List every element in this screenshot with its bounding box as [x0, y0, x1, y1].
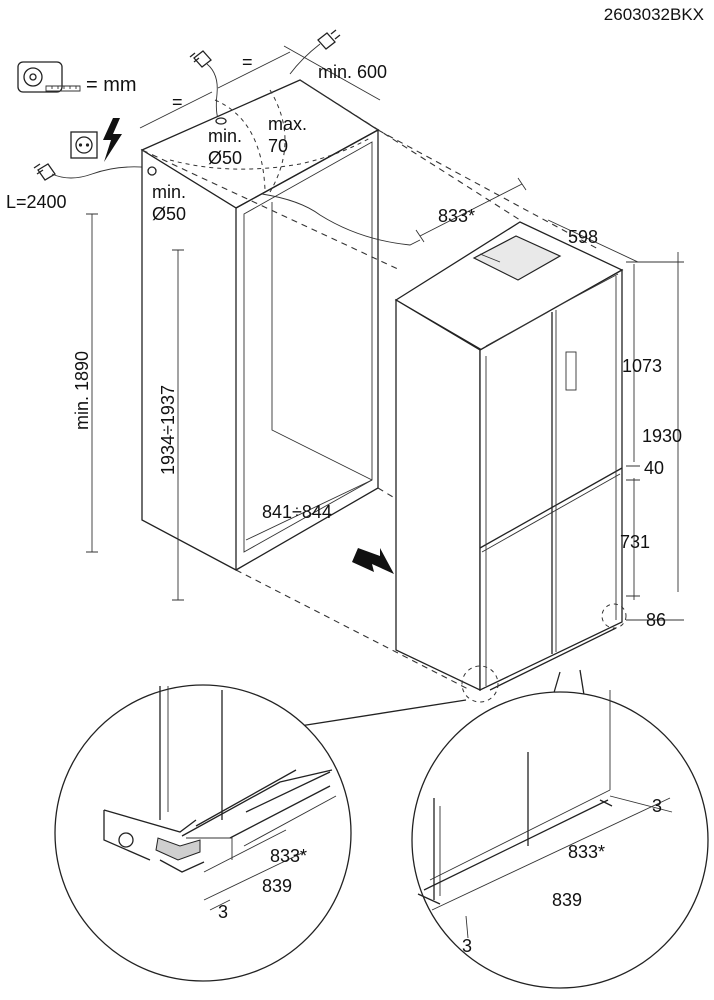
label-height-1930: 1930: [642, 426, 682, 446]
label-detail-right-839: 839: [552, 890, 582, 910]
insert-direction-arrow-icon: [352, 548, 394, 574]
label-detail-right-833: 833*: [568, 842, 605, 862]
label-min-600: min. 600: [318, 62, 387, 82]
label-detail-right-3-bottom: 3: [462, 936, 472, 956]
guide-line: [377, 129, 601, 251]
label-height-731: 731: [620, 532, 650, 552]
tape-measure-icon: [17, 61, 81, 93]
label-cable-length: L=2400: [6, 192, 67, 212]
detail-left-contents: [103, 686, 337, 873]
guide-line: [377, 487, 399, 501]
guide-line: [141, 149, 401, 271]
wall-socket-icon: [70, 131, 98, 159]
niche-cabinet: [140, 79, 421, 572]
dimension-line-niche-width: [245, 479, 373, 541]
detail-circle-left: [54, 684, 352, 982]
label-min-1890: min. 1890: [72, 351, 92, 430]
equal-mark: =: [242, 52, 253, 72]
lightning-icon: [103, 118, 122, 162]
label-detail-left-833: 833*: [270, 846, 307, 866]
detail-highlight-left: [461, 665, 499, 703]
label-detail-left-839: 839: [262, 876, 292, 896]
power-plug-icon: [33, 163, 153, 181]
label-height-1073: 1073: [622, 356, 662, 376]
label-phi50-side: Ø50: [152, 204, 186, 224]
power-plug-icon: [189, 50, 220, 123]
label-unit-width: 833*: [438, 206, 475, 226]
label-min-phi50-side: min.: [152, 182, 186, 202]
detail-circle-right: [411, 691, 709, 989]
label-gap-40: 40: [644, 458, 664, 478]
label-max-70: max.: [268, 114, 307, 134]
label-niche-width: 841÷844: [262, 502, 332, 522]
label-detail-left-3: 3: [218, 902, 228, 922]
label-depth-598: 598: [568, 227, 598, 247]
label-min-phi50-top: min.: [208, 126, 242, 146]
label-phi50-top: Ø50: [208, 148, 242, 168]
equal-mark: =: [172, 92, 183, 112]
label-70: 70: [268, 136, 288, 156]
power-plug-icon: [289, 29, 341, 75]
label-niche-height: 1934÷1937: [158, 385, 178, 475]
unit-legend: = mm: [86, 74, 137, 96]
label-height-86: 86: [646, 610, 666, 630]
detail-highlight-right: [601, 603, 627, 629]
fridge-unit: [394, 221, 624, 692]
document-code: 2603032BKX: [604, 5, 704, 24]
detail-right-contents: [417, 690, 613, 905]
label-detail-right-3-top: 3: [652, 796, 662, 816]
